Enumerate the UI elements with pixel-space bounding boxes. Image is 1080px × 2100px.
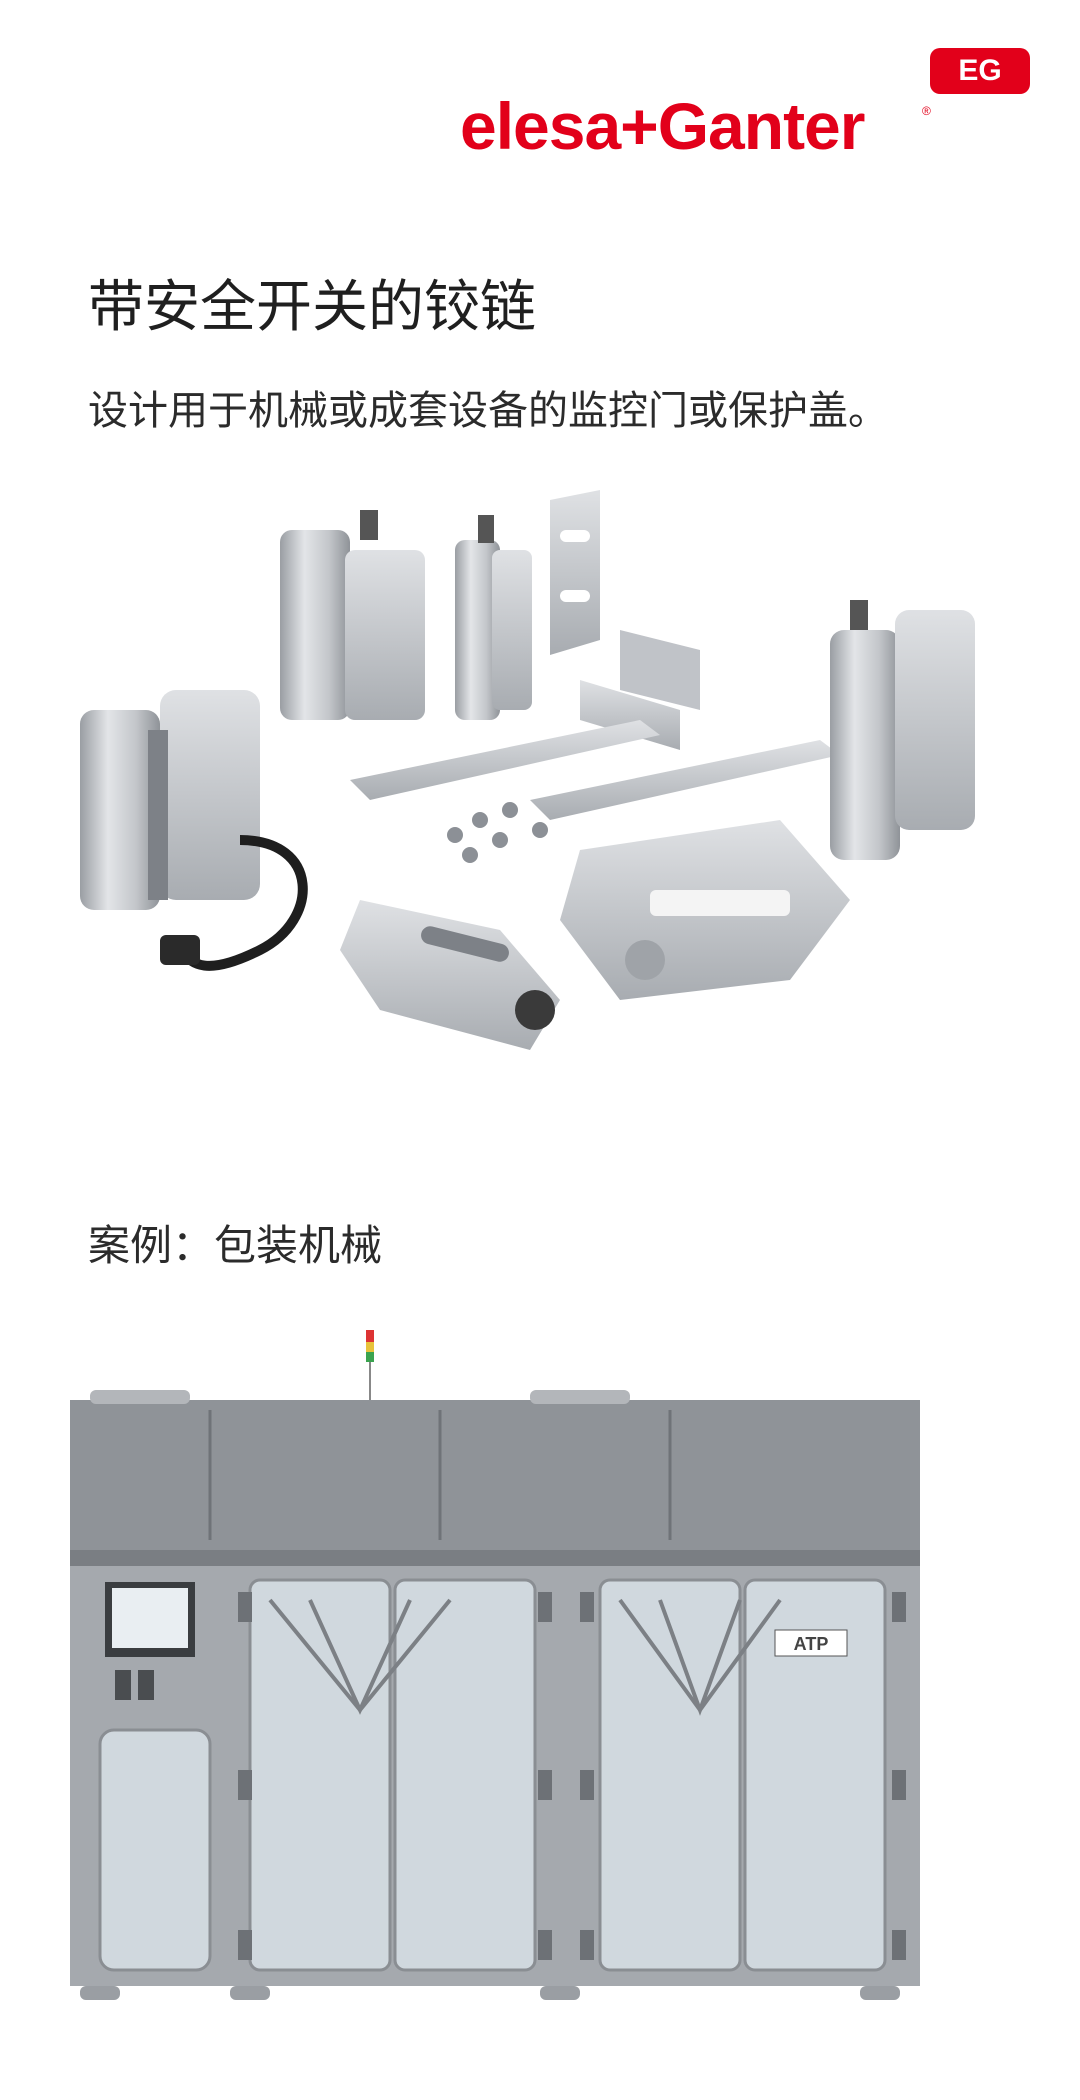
screws xyxy=(447,802,548,863)
hinge-with-cable xyxy=(80,690,308,971)
brand-logo: elesa+Ganter ® EG xyxy=(460,48,1040,168)
door-hinges xyxy=(238,1592,906,1960)
registered-mark: ® xyxy=(922,104,931,118)
page-title: 带安全开关的铰链 xyxy=(88,275,536,340)
hinge-lower-left xyxy=(340,900,560,1050)
hinge-upper-1 xyxy=(280,510,425,720)
product-image xyxy=(80,490,975,1050)
control-panel xyxy=(105,1582,195,1700)
hinge-right xyxy=(830,600,975,860)
page-subtitle: 设计用于机械或成套设备的监控门或保护盖。 xyxy=(88,388,888,434)
machine-top-housing xyxy=(70,1400,920,1550)
brand-name: elesa+Ganter xyxy=(460,89,865,163)
case-label: 案例：包装机械 xyxy=(88,1221,383,1270)
mounting-brackets xyxy=(550,490,700,750)
machine-image: ATP xyxy=(70,1330,920,2000)
hinge-lower-right xyxy=(560,820,850,1000)
signal-tower xyxy=(366,1330,374,1400)
guard-doors xyxy=(98,1578,887,1972)
atp-badge: ATP xyxy=(774,1629,848,1657)
brand-badge: EG xyxy=(930,48,1030,94)
svg-text:ATP: ATP xyxy=(794,1634,829,1654)
delta-robots xyxy=(268,1598,782,1716)
machine-feet xyxy=(80,1986,900,2000)
mounting-plates xyxy=(350,720,840,820)
hinge-upper-2 xyxy=(455,515,532,720)
